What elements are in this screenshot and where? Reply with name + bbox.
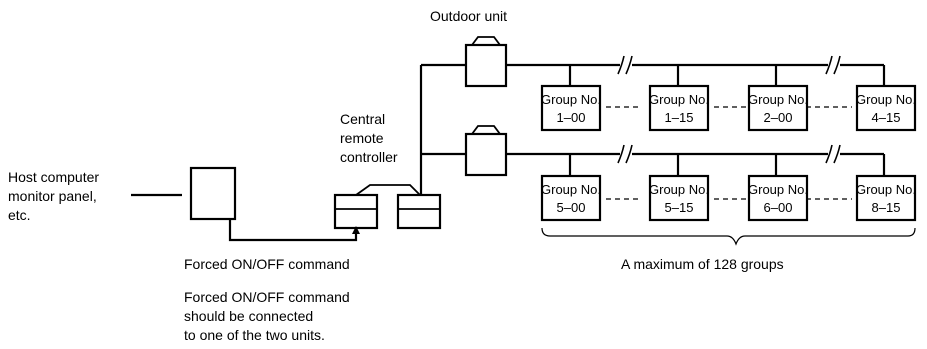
max-groups-caption: A maximum of 128 groups: [621, 256, 784, 272]
groups-bracket: [541, 227, 916, 246]
group-number: 1–00: [557, 110, 586, 125]
bottom-bus-break-1: [617, 144, 633, 164]
group-title: Group No.: [649, 182, 709, 197]
group-title: Group No.: [856, 182, 916, 197]
group-number: 6–00: [764, 200, 793, 215]
group-box-bottom-2: Group No. 5–15: [648, 174, 710, 222]
host-computer-box: [189, 166, 237, 221]
group-number: 5–15: [665, 200, 694, 215]
note-line-2: should be connected: [184, 308, 313, 324]
group-number: 1–15: [665, 110, 694, 125]
forced-command-arrow: [352, 226, 360, 234]
group-box-top-3: Group No. 2–00: [747, 84, 809, 132]
group-dashed-links: [606, 106, 852, 200]
controller-label-line-1: Central: [340, 111, 385, 127]
top-bus-break-2: [825, 55, 841, 75]
group-number: 4–15: [872, 110, 901, 125]
central-remote-controller-1: [333, 193, 379, 230]
controller-label-line-3: controller: [340, 149, 398, 165]
group-number: 8–15: [872, 200, 901, 215]
group-title: Group No.: [748, 182, 808, 197]
outdoor-unit-1: [464, 36, 508, 88]
host-label-line-3: etc.: [8, 207, 31, 223]
group-number: 2–00: [764, 110, 793, 125]
controller-link-wire: [355, 184, 421, 196]
top-bus-break-1: [617, 55, 633, 75]
controller-label: Central remote controller: [340, 111, 398, 165]
note-line-3: to one of the two units.: [184, 327, 325, 343]
controller-label-line-2: remote: [340, 130, 384, 146]
outdoor-unit-2: [464, 125, 508, 177]
outdoor-unit-label: Outdoor unit: [430, 8, 507, 24]
group-title: Group No.: [856, 92, 916, 107]
central-remote-controller-2: [396, 193, 442, 230]
group-box-bottom-3: Group No. 6–00: [747, 174, 809, 222]
group-title: Group No.: [541, 182, 601, 197]
note-line-1: Forced ON/OFF command: [184, 289, 350, 305]
host-label-line-1: Host computer: [8, 169, 99, 185]
host-label: Host computer monitor panel, etc.: [8, 169, 99, 223]
group-box-top-2: Group No. 1–15: [648, 84, 710, 132]
bottom-bus-break-2: [825, 144, 841, 164]
group-box-bottom-4: Group No. 8–15: [855, 174, 917, 222]
group-title: Group No.: [748, 92, 808, 107]
group-box-bottom-1: Group No. 5–00: [540, 174, 602, 222]
group-box-top-4: Group No. 4–15: [855, 84, 917, 132]
host-label-line-2: monitor panel,: [8, 188, 97, 204]
forced-command-caption: Forced ON/OFF command: [184, 256, 350, 272]
group-box-top-1: Group No. 1–00: [540, 84, 602, 132]
group-number: 5–00: [557, 200, 586, 215]
group-title: Group No.: [541, 92, 601, 107]
forced-command-wire: [228, 219, 358, 242]
group-title: Group No.: [649, 92, 709, 107]
